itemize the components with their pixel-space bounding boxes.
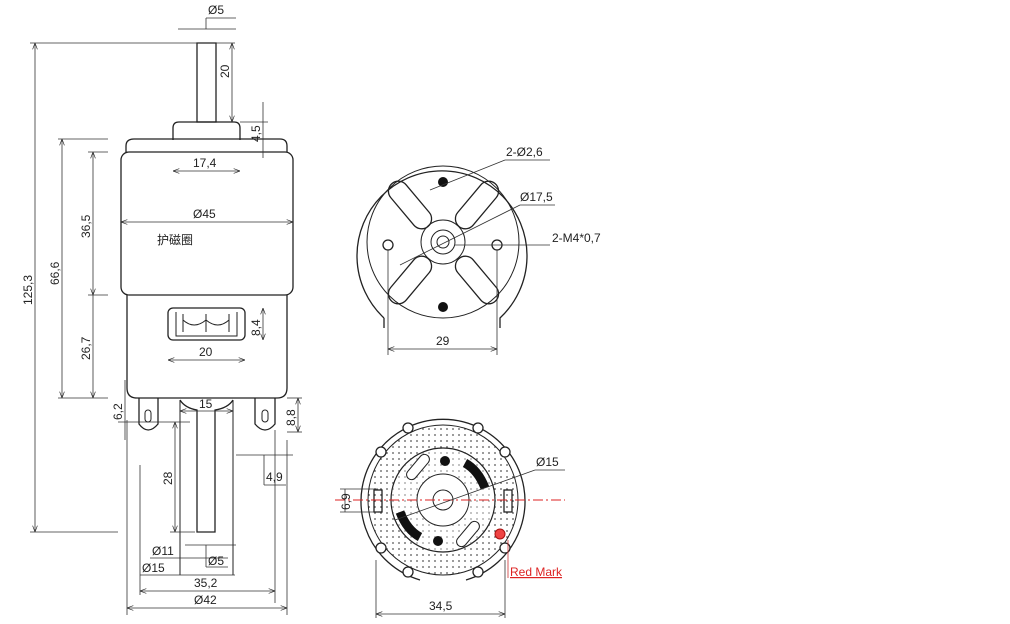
mount-hole-left (382, 239, 394, 251)
front-view: Ø17,5 2-Ø2,6 2-M4*0,7 29 (356, 145, 601, 355)
vent-hole-bottom (438, 302, 448, 312)
dim-rear-d15: Ø15 (142, 561, 165, 575)
dim-mount-holes: 2-M4*0,7 (552, 231, 601, 245)
front-shaft (196, 42, 217, 123)
dim-terminal-offset: 6,2 (111, 403, 125, 420)
side-dimensions: 125,3 66,6 36,5 26,7 Ø5 20 4,5 17,4 Ø45 … (21, 3, 302, 615)
rear-outer-ring (360, 418, 526, 581)
dim-terminal-height: 8,4 (249, 319, 263, 336)
dim-end-cap-diameter: Ø42 (194, 593, 217, 607)
dim-front-shaft-diameter: Ø5 (208, 3, 224, 17)
dim-body-diameter: Ø45 (193, 207, 216, 221)
vent-hole-top (438, 177, 448, 187)
brush-bottom (395, 510, 423, 541)
dim-terminal-spacing: 35,2 (194, 576, 218, 590)
terminal-slot-right (503, 489, 513, 513)
dim-end-cap-length: 26,7 (79, 336, 93, 360)
dim-body-length: 66,6 (48, 261, 62, 285)
side-view (120, 42, 294, 575)
terminal-window (167, 307, 246, 341)
dim-window-width: 20 (199, 345, 213, 359)
dim-rear-boss: 15 (199, 397, 213, 411)
rear-shaft (179, 399, 234, 533)
dim-terminal-width: 6,9 (339, 493, 353, 510)
dim-boss-height: 4,5 (249, 125, 263, 142)
dim-boss-diameter: 17,4 (193, 156, 217, 170)
dim-terminal-length: 8,8 (284, 409, 298, 426)
dim-terminal-thickness: 4,9 (266, 470, 283, 484)
dim-rear-d11: Ø11 (152, 544, 174, 558)
red-mark-label: Red Mark (510, 565, 563, 579)
terminal-right (254, 398, 276, 431)
dim-rear-width: 34,5 (429, 599, 453, 613)
end-cap (126, 295, 288, 399)
magnet-ring-label: 护磁圈 (157, 232, 193, 247)
dim-vent-holes: 2-Ø2,6 (506, 145, 543, 159)
dim-bearing-diameter: Ø15 (536, 455, 559, 469)
rear-view: Ø15 6,9 Red Mark 34,5 (335, 418, 565, 618)
brush-top (462, 459, 490, 490)
dim-total-length: 125,3 (21, 275, 35, 305)
dim-front-boss: Ø17,5 (520, 190, 553, 204)
red-mark-dot (494, 528, 506, 540)
can-flange (125, 138, 288, 152)
dim-rear-d5: Ø5 (208, 554, 224, 568)
dim-hole-spacing: 29 (436, 334, 450, 348)
dim-front-shaft-length: 20 (218, 64, 232, 78)
motor-can (120, 151, 294, 296)
front-outer-ring (356, 170, 528, 328)
terminal-left (138, 398, 159, 431)
dim-rear-shaft-length: 28 (161, 471, 175, 485)
front-boss (172, 121, 241, 140)
dim-can-length: 36,5 (79, 214, 93, 238)
